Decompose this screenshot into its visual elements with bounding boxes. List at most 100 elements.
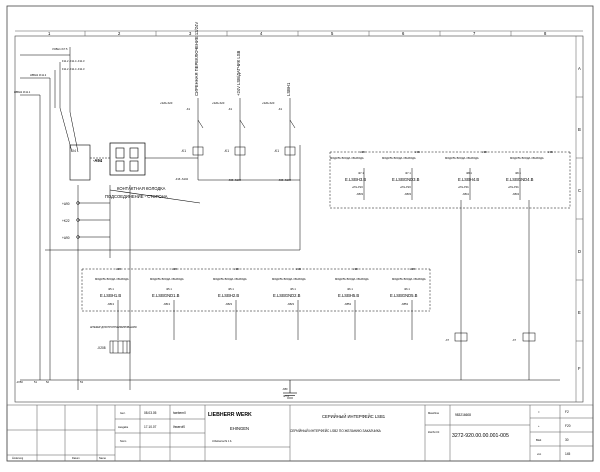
programming-ref: -X208 xyxy=(97,346,106,350)
bus-label: LSB xyxy=(296,267,301,271)
column-number: 8 xyxy=(544,31,547,36)
module-header: МОДУЛЬ ВХОДА / ВЫХОДА xyxy=(213,277,247,281)
x7-connectors xyxy=(454,200,536,380)
module-id: /25.1 xyxy=(228,287,234,291)
sheet-label: Blatt xyxy=(536,438,541,442)
row-letter: A xyxy=(578,66,581,71)
column-number: 2 xyxy=(118,31,121,36)
relay-top: +S20+S20 xyxy=(160,101,173,105)
module-id: /26.1 xyxy=(347,287,353,291)
pin-51: 51 xyxy=(34,380,37,384)
bus-label: LSB xyxy=(410,267,415,271)
module-port: +PG-P31 xyxy=(508,185,519,189)
relay-wires xyxy=(45,98,301,251)
relay-coil: -K1 xyxy=(224,149,229,153)
module-header: МОДУЛЬ ВХОДА / ВЫХОДА xyxy=(330,156,364,160)
module-header: МОДУЛЬ ВХОДА / ВЫХОДА xyxy=(510,156,544,160)
module-id: /27.1 xyxy=(358,171,364,175)
machine-label: Maschine xyxy=(428,411,440,415)
module-pin: -X833 xyxy=(356,192,363,196)
relay-bottom: -F16 -S104 xyxy=(175,177,189,181)
label-jx50: -JX50 xyxy=(16,380,23,384)
module-pin: -X813 xyxy=(107,302,114,306)
module-header: МОДУЛЬ ВХОДА / ВЫХОДА xyxy=(392,277,426,281)
rev-label: Datum xyxy=(72,456,80,460)
programming-plug xyxy=(109,340,131,354)
author-name: lhwerof0 xyxy=(173,425,185,429)
relay-bottom: -F26 -S104 xyxy=(278,178,292,182)
column-number: 5 xyxy=(331,31,334,36)
module-name: E.LSBGND5.B xyxy=(390,293,418,298)
module-name: E.LSBH2.B xyxy=(218,293,239,298)
author-name: lwebern0 xyxy=(173,411,186,415)
module-header: МОДУЛЬ ВХОДА / ВЫХОДА xyxy=(95,277,129,281)
relay-coil: -K1 xyxy=(274,149,279,153)
column-number: 6 xyxy=(402,31,405,36)
label-k-top: VCBH1 /K7.5 xyxy=(52,47,68,51)
bus-label: LSB xyxy=(234,267,239,271)
relay-sub: -K1 xyxy=(228,107,233,111)
rev-label: Name xyxy=(99,456,106,460)
row-header: A B C D E F xyxy=(575,36,583,402)
sheet-label: + xyxy=(538,425,540,428)
company-name: LIEBHERR WERK xyxy=(208,412,252,418)
rev-label: Änderung xyxy=(12,456,24,460)
module-name: E.LSBGND2.B xyxy=(273,293,301,298)
relay-coil: -K1 xyxy=(181,149,186,153)
bus-label: LSB xyxy=(415,150,420,154)
module-name: E.LSBGND3.B xyxy=(392,177,420,182)
module-id: /27.1 xyxy=(405,171,411,175)
machine-number: 983216608 xyxy=(455,413,471,417)
row-label: Ausgabe xyxy=(118,425,129,429)
drawing-title-1: СЕРИЙНЫЙ ИНТЕРФЕЙС LSB1 xyxy=(322,414,386,419)
module-id: /25.1 xyxy=(166,287,172,291)
column-header: 1 2 3 4 5 6 7 8 xyxy=(15,30,583,36)
module-id: /28.1 xyxy=(515,171,521,175)
module-header: МОДУЛЬ ВХОДА / ВЫХОДА xyxy=(150,277,184,281)
top-module-section xyxy=(329,151,571,209)
label-a90-2: +A90 xyxy=(62,236,70,240)
bus-label: LSB xyxy=(482,150,487,154)
module-header: МОДУЛЬ ВХОДА / ВЫХОДА xyxy=(335,277,369,281)
module-name: E.LSBH4.B xyxy=(458,177,479,182)
module-name: E.LSBH5.B xyxy=(338,293,359,298)
sheet-label: von xyxy=(537,453,542,456)
bus-label: LSB xyxy=(353,267,358,271)
module-header: МОДУЛЬ ВХОДА / ВЫХОДА xyxy=(272,277,306,281)
a94-block xyxy=(69,142,201,204)
vertical-header-lsbh1: LSBH1 xyxy=(286,82,291,96)
bus-label: LSB xyxy=(360,150,365,154)
relay-bottom: -F26 -S104 xyxy=(228,178,242,182)
relay-top: +S20+S20 xyxy=(212,101,225,105)
row-letter: F xyxy=(578,366,581,371)
module-port: +PG-P23 xyxy=(400,185,411,189)
sheet-value: F2 xyxy=(565,410,569,414)
vertical-header-siren: СИРЕННАЯ ПЕРЕКЛЮЧЕНИЕ 12/24V xyxy=(194,22,199,96)
ground-symbol xyxy=(283,380,297,399)
company-city: EHINGEN xyxy=(230,426,249,431)
module-pin: -X823 xyxy=(287,302,294,306)
module-id: /28.1 xyxy=(466,171,472,175)
module-id: /25.1 xyxy=(290,287,296,291)
module-header: МОДУЛЬ ВХОДА / ВЫХОДА xyxy=(445,156,479,160)
label-lbbh2: LBBH1 /K11.1 xyxy=(14,90,31,94)
column-number: 4 xyxy=(260,31,263,36)
relay-sub: -K1 xyxy=(186,107,191,111)
module-port: +PG-P31 xyxy=(458,185,469,189)
relay-top: +S20+S20 xyxy=(262,101,275,105)
sheet-value: 145 xyxy=(565,452,571,456)
module-name: E.LSBGND1.B xyxy=(152,293,180,298)
module-port: +PG-P23 xyxy=(352,185,363,189)
module-id: /25.1 xyxy=(108,287,114,291)
ground-sub: /3Y.4 xyxy=(283,394,289,398)
sheet-value: F20 xyxy=(565,424,571,428)
drawing-label: Zeichn.Nr. xyxy=(428,430,440,434)
terminal-column xyxy=(76,201,110,239)
connector-subtitle: ПОДСОЕДИНЕНИЕ - СТОРОНА xyxy=(105,194,168,199)
row-letter: D xyxy=(578,249,581,254)
row-letter: C xyxy=(578,188,581,193)
bottom-module-section xyxy=(81,268,431,340)
pin-53: 53 xyxy=(80,380,83,384)
pin-52: 52 xyxy=(46,380,49,384)
